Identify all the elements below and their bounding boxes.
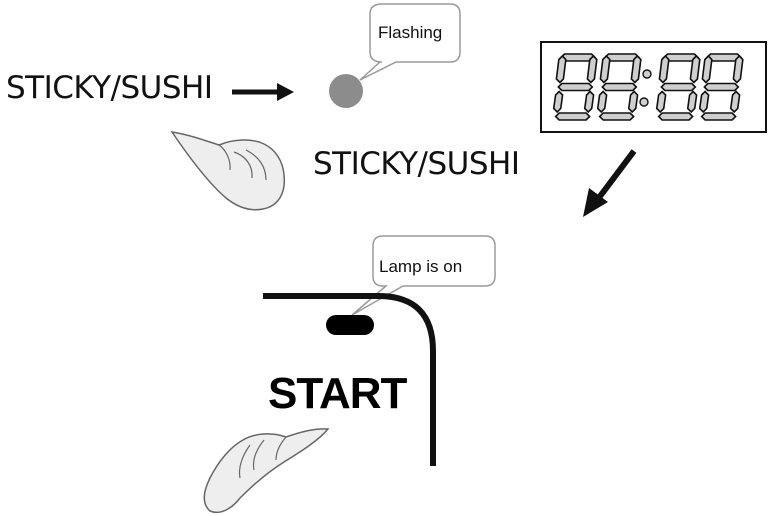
down-left-arrow-icon bbox=[583, 149, 637, 217]
display-segment bbox=[689, 54, 701, 84]
display-segment bbox=[630, 54, 642, 84]
display-segment bbox=[657, 112, 694, 121]
display-segment bbox=[599, 54, 611, 84]
display-colon-dot bbox=[639, 97, 649, 107]
start-button-label: START bbox=[268, 369, 407, 418]
display-segment bbox=[703, 82, 740, 92]
display-segment bbox=[686, 90, 698, 114]
display-segment bbox=[596, 90, 608, 114]
display-segment bbox=[601, 82, 638, 92]
display-segment bbox=[583, 90, 595, 114]
display-segment bbox=[557, 82, 594, 92]
display-segment bbox=[698, 90, 710, 114]
sticky-sushi-label: STICKY/SUSHI bbox=[313, 146, 520, 182]
display-segment bbox=[555, 54, 567, 84]
display-segment bbox=[660, 82, 697, 92]
indicator-dot bbox=[329, 74, 363, 108]
callout-flashing: Flashing bbox=[378, 23, 443, 42]
speech-bubble-icon bbox=[351, 235, 496, 316]
display-segment bbox=[729, 90, 741, 114]
display-colon-dot bbox=[642, 69, 652, 79]
callout-lamp-on: Lamp is on bbox=[379, 257, 463, 276]
display-segment bbox=[598, 112, 635, 121]
display-segment bbox=[627, 90, 639, 114]
pointing-hand-icon bbox=[170, 131, 286, 211]
display-segment bbox=[552, 90, 564, 114]
panel-outline bbox=[263, 293, 436, 466]
display-segment bbox=[700, 112, 737, 121]
speech-bubble-icon bbox=[359, 3, 461, 81]
display-segment bbox=[554, 112, 591, 121]
display-segment bbox=[586, 54, 598, 84]
pointing-hand-icon bbox=[203, 428, 330, 513]
display-segment bbox=[658, 54, 670, 84]
display-segment bbox=[701, 54, 713, 84]
display-segments bbox=[552, 53, 744, 121]
sticky-sushi-label: STICKY/SUSHI bbox=[6, 70, 213, 106]
start-lamp bbox=[326, 315, 374, 335]
right-arrow-icon bbox=[232, 83, 294, 101]
display-segment bbox=[732, 54, 744, 84]
display-segment bbox=[655, 90, 667, 114]
